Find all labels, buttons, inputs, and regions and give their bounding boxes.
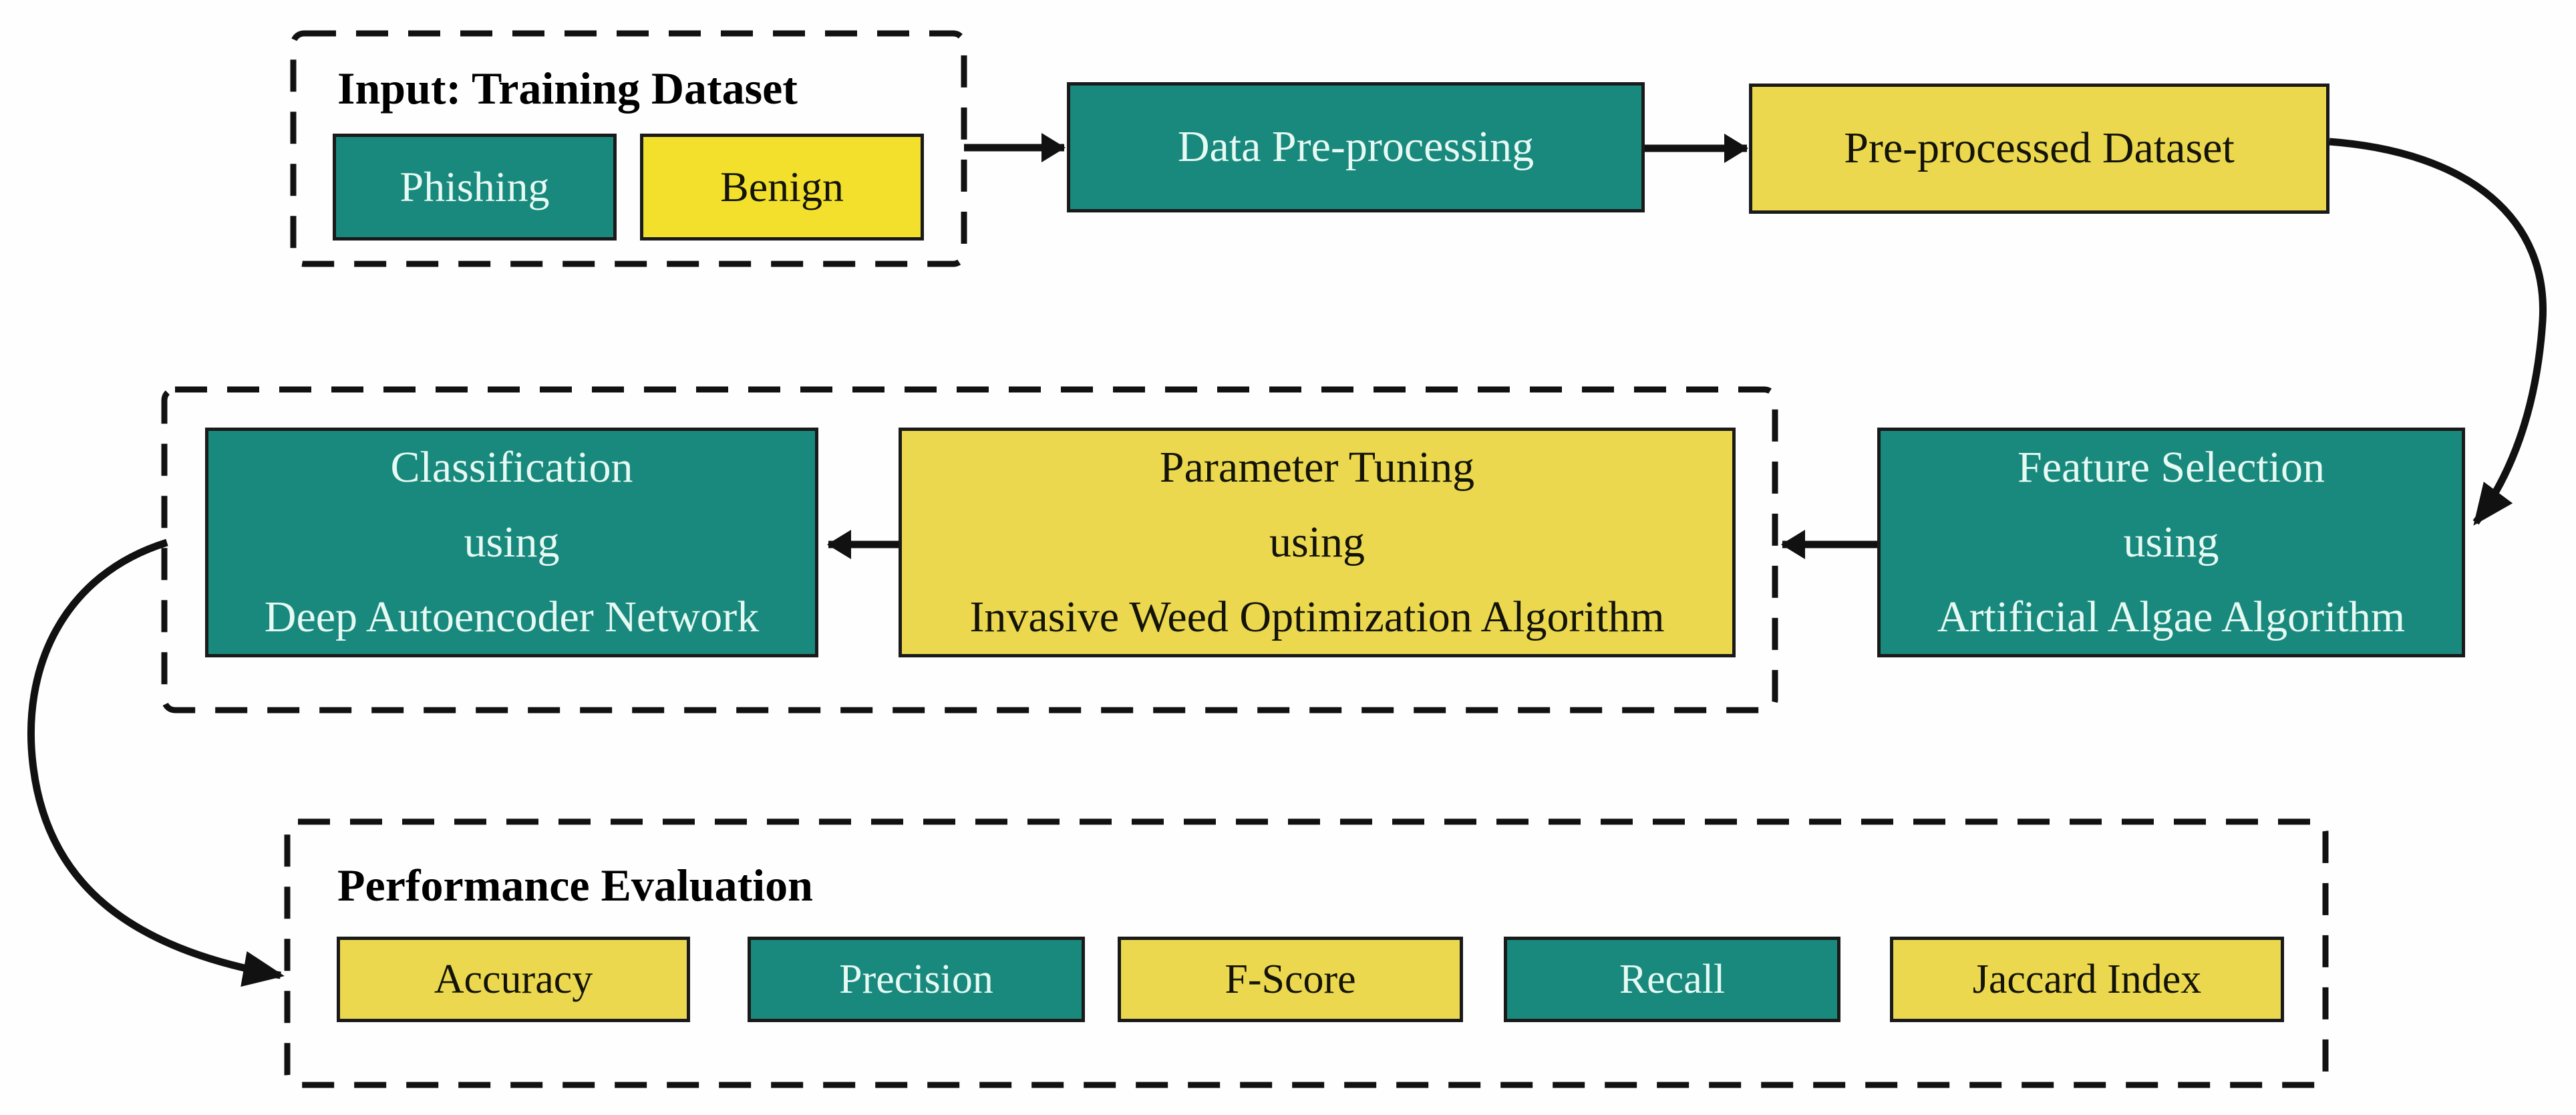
tuning-classification-group-frame <box>161 386 1778 713</box>
phishing-label: Phishing <box>399 162 550 210</box>
input-group-frame <box>290 30 967 267</box>
classification-line1: Classification <box>390 443 633 492</box>
metric-precision-box: Precision <box>748 937 1085 1022</box>
input-group-title: Input: Training Dataset <box>337 63 798 114</box>
performance-group-title: Performance Evaluation <box>337 860 813 911</box>
parameter-tuning-label: Parameter Tuning using Invasive Weed Opt… <box>969 430 1664 655</box>
arrow-classification-to-performance <box>27 538 285 987</box>
feature-selection-line1: Feature Selection <box>2017 443 2325 492</box>
metric-precision-label: Precision <box>839 956 993 1002</box>
feature-selection-line2: using <box>2123 518 2219 567</box>
metric-recall-label: Recall <box>1619 956 1726 1002</box>
classification-line3: Deep Autoencoder Network <box>264 593 760 641</box>
classification-line2: using <box>464 518 560 567</box>
parameter-tuning-line2: using <box>1269 518 1365 567</box>
feature-selection-box: Feature Selection using Artificial Algae… <box>1877 428 2465 657</box>
preprocessed-dataset-label: Pre-processed Dataset <box>1844 124 2235 173</box>
metric-accuracy-label: Accuracy <box>434 956 593 1002</box>
metric-fscore-label: F-Score <box>1225 956 1356 1002</box>
benign-label: Benign <box>720 162 844 210</box>
performance-group-frame <box>284 818 2329 1088</box>
metric-accuracy-box: Accuracy <box>337 937 690 1022</box>
data-preprocessing-label: Data Pre-processing <box>1177 122 1535 172</box>
benign-box: Benign <box>640 134 924 241</box>
data-preprocessing-box: Data Pre-processing <box>1067 82 1645 212</box>
feature-selection-line3: Artificial Algae Algorithm <box>1937 593 2406 641</box>
metric-jaccard-box: Jaccard Index <box>1890 937 2284 1022</box>
classification-label: Classification using Deep Autoencoder Ne… <box>265 430 759 655</box>
phishing-box: Phishing <box>333 134 617 241</box>
preprocessed-dataset-box: Pre-processed Dataset <box>1749 84 2329 214</box>
metric-jaccard-label: Jaccard Index <box>1972 956 2202 1002</box>
feature-selection-label: Feature Selection using Artificial Algae… <box>1937 430 2405 655</box>
parameter-tuning-line1: Parameter Tuning <box>1159 443 1475 492</box>
arrow-dataset-to-featureselection <box>2329 138 2547 526</box>
metric-recall-box: Recall <box>1504 937 1840 1022</box>
parameter-tuning-box: Parameter Tuning using Invasive Weed Opt… <box>899 428 1736 657</box>
classification-box: Classification using Deep Autoencoder Ne… <box>205 428 818 657</box>
metric-fscore-box: F-Score <box>1118 937 1463 1022</box>
parameter-tuning-line3: Invasive Weed Optimization Algorithm <box>969 593 1665 641</box>
